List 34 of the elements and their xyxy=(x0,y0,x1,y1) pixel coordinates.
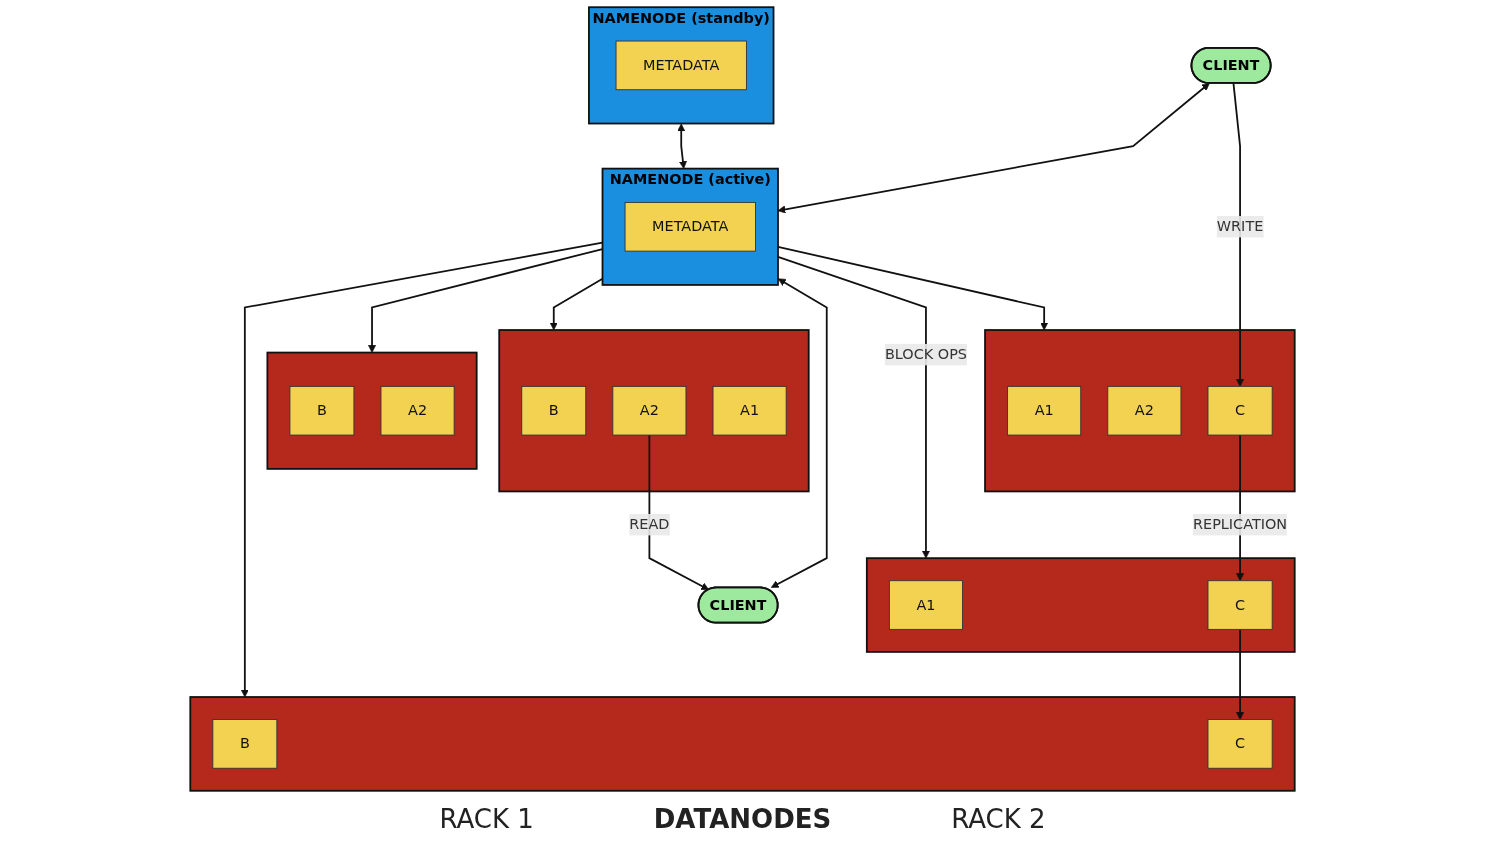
cluster xyxy=(189,696,1296,792)
cluster xyxy=(266,351,478,470)
node-box: C xyxy=(1207,719,1273,769)
node-box: A2 xyxy=(612,385,687,436)
cluster xyxy=(498,329,810,493)
edge-label: WRITE xyxy=(1216,217,1264,235)
edge-label: REPLICATION xyxy=(1192,515,1288,533)
node-box: A2 xyxy=(1107,385,1182,436)
arrow xyxy=(1236,628,1245,720)
node-box: METADATA xyxy=(615,40,747,91)
cluster xyxy=(984,329,1296,493)
arrow xyxy=(648,434,710,591)
node-box: B xyxy=(289,385,355,436)
node-box: A2 xyxy=(380,385,455,436)
node-box: C xyxy=(1207,580,1273,630)
arrow xyxy=(1232,82,1245,387)
node-box: C xyxy=(1207,385,1273,436)
rack-label: RACK 1 xyxy=(439,804,534,834)
edge-label: BLOCK OPS xyxy=(884,345,968,363)
node-box: B xyxy=(521,385,587,436)
arrow xyxy=(770,278,828,588)
node-box: A1 xyxy=(712,385,787,436)
arrow xyxy=(677,123,687,169)
node-box: A1 xyxy=(888,580,963,630)
cluster xyxy=(865,557,1296,653)
arrow xyxy=(777,245,1049,331)
arrow xyxy=(777,255,930,559)
node-box: B xyxy=(212,719,278,769)
group-title: DATANODES xyxy=(653,804,832,834)
node-box: METADATA xyxy=(624,202,756,252)
rack-label: RACK 2 xyxy=(951,804,1046,834)
arrow xyxy=(777,82,1210,214)
node-box: A1 xyxy=(1007,385,1082,436)
edge-label: READ xyxy=(629,515,670,533)
